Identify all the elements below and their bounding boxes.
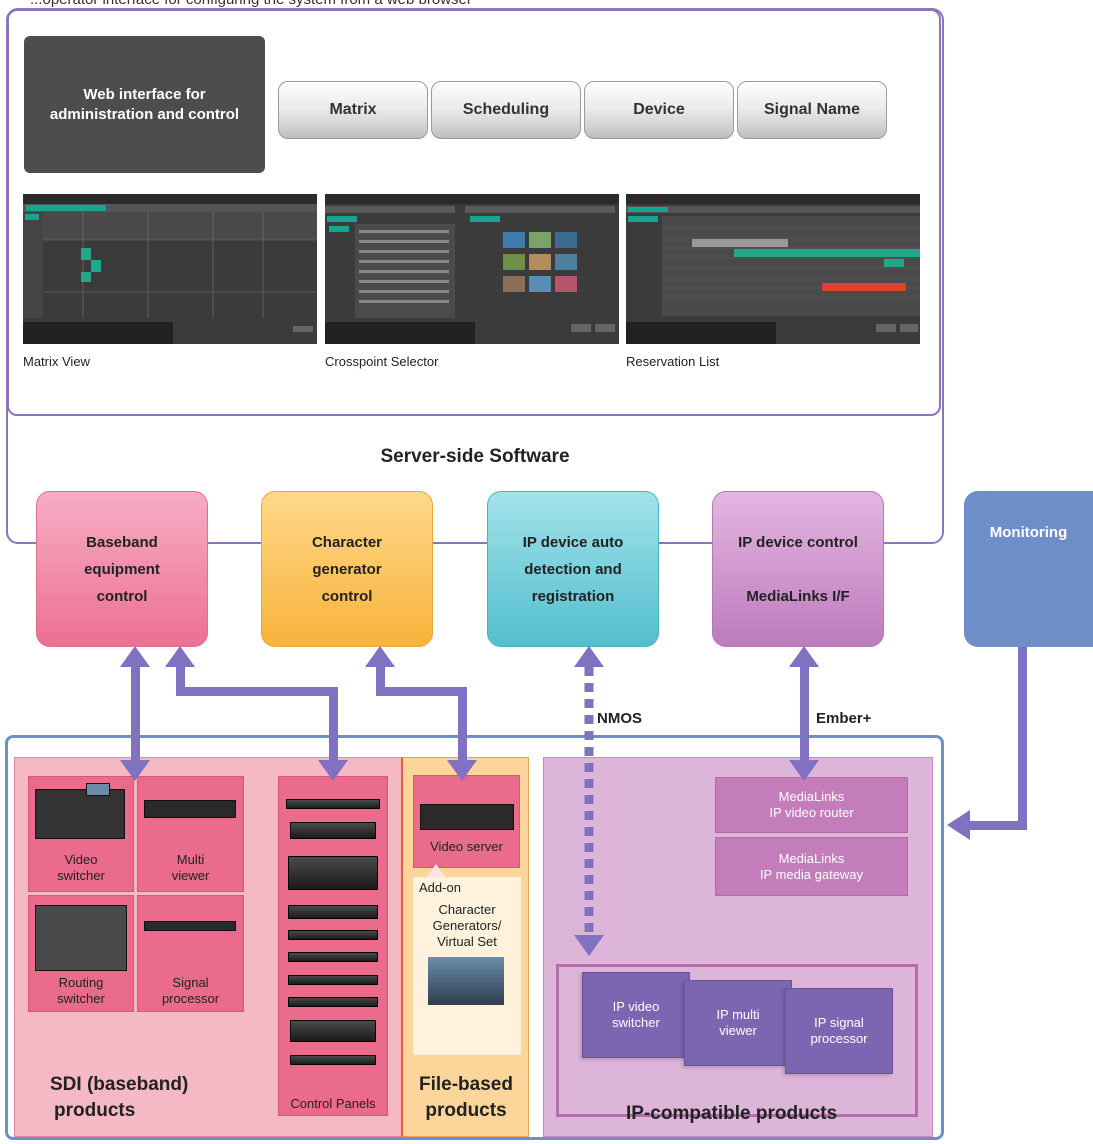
signal-processor-image bbox=[144, 921, 236, 931]
web-interface-title: Web interface for administration and con… bbox=[24, 36, 265, 173]
server-software-title: Server-side Software bbox=[380, 446, 570, 467]
control-panel-unit bbox=[288, 856, 378, 890]
virtual-set-image bbox=[428, 957, 504, 1005]
addon-pointer bbox=[426, 864, 446, 878]
crosspoint-selector-screenshot bbox=[325, 194, 619, 344]
arrow-head bbox=[318, 760, 348, 781]
routing-switcher-image bbox=[35, 905, 127, 971]
multi-viewer-card bbox=[137, 776, 244, 892]
arrow-shaft bbox=[176, 687, 338, 696]
video-server-label: Video server bbox=[430, 839, 503, 854]
tab-device[interactable]: Device bbox=[584, 81, 734, 139]
video-switcher-image bbox=[35, 789, 125, 839]
reservation-list-screenshot bbox=[626, 194, 920, 344]
control-panel-unit bbox=[288, 952, 378, 962]
arrow-head bbox=[574, 646, 604, 667]
tab-matrix[interactable]: Matrix bbox=[278, 81, 428, 139]
arrow-shaft bbox=[1018, 647, 1027, 830]
addon-label: Add-on bbox=[419, 880, 461, 895]
control-panel-unit bbox=[290, 1020, 376, 1042]
arrow-head bbox=[789, 760, 819, 781]
multi-viewer-image bbox=[144, 800, 236, 818]
arrow-head bbox=[947, 810, 970, 840]
control-panel-unit bbox=[288, 975, 378, 985]
arrow-head bbox=[447, 760, 477, 781]
addon-description: Character Generators/ Virtual Set bbox=[432, 902, 502, 949]
matrix-view-label: Matrix View bbox=[23, 354, 90, 369]
ember-label: Ember+ bbox=[816, 710, 872, 727]
ip-products-title: IP-compatible products bbox=[626, 1103, 838, 1124]
arrow-head bbox=[574, 935, 604, 956]
arrow-shaft bbox=[176, 665, 185, 695]
video-switcher-display bbox=[86, 783, 110, 796]
control-panel-unit bbox=[290, 1055, 376, 1065]
crosspoint-selector-label: Crosspoint Selector bbox=[325, 354, 439, 369]
arrow-head bbox=[789, 646, 819, 667]
tab-scheduling[interactable]: Scheduling bbox=[431, 81, 581, 139]
control-panel-unit bbox=[286, 799, 380, 809]
arrow-shaft bbox=[966, 821, 1027, 830]
ip-devices-group bbox=[556, 964, 918, 1117]
nmos-label: NMOS bbox=[597, 710, 642, 727]
file-based-products-title: File-based products bbox=[419, 1074, 513, 1121]
control-panel-unit bbox=[290, 822, 376, 839]
control-panel-unit bbox=[288, 930, 378, 940]
reservation-list-label: Reservation List bbox=[626, 354, 720, 369]
arrow-shaft bbox=[376, 687, 467, 696]
control-panel-unit bbox=[288, 905, 378, 919]
tab-signal-name[interactable]: Signal Name bbox=[737, 81, 887, 139]
control-panel-unit bbox=[288, 997, 378, 1007]
control-panels-label: Control Panels bbox=[290, 1096, 376, 1111]
arrow-shaft bbox=[376, 665, 385, 695]
arrow-shaft bbox=[458, 687, 467, 763]
arrow-head bbox=[120, 760, 150, 781]
signal-processor-card bbox=[137, 895, 244, 1012]
arrow-head bbox=[365, 646, 395, 667]
sdi-products-title: SDI (baseband) products bbox=[50, 1074, 189, 1121]
arrow-shaft bbox=[800, 665, 809, 763]
monitoring-module: Monitoring bbox=[964, 491, 1093, 647]
arrow-head bbox=[120, 646, 150, 667]
top-caption: ...operator interface for configuring th… bbox=[30, 0, 472, 8]
arrow-shaft bbox=[329, 687, 338, 763]
arrow-shaft bbox=[131, 665, 140, 763]
video-server-image bbox=[420, 804, 514, 830]
arrow-head bbox=[165, 646, 195, 667]
matrix-view-screenshot bbox=[23, 194, 317, 344]
